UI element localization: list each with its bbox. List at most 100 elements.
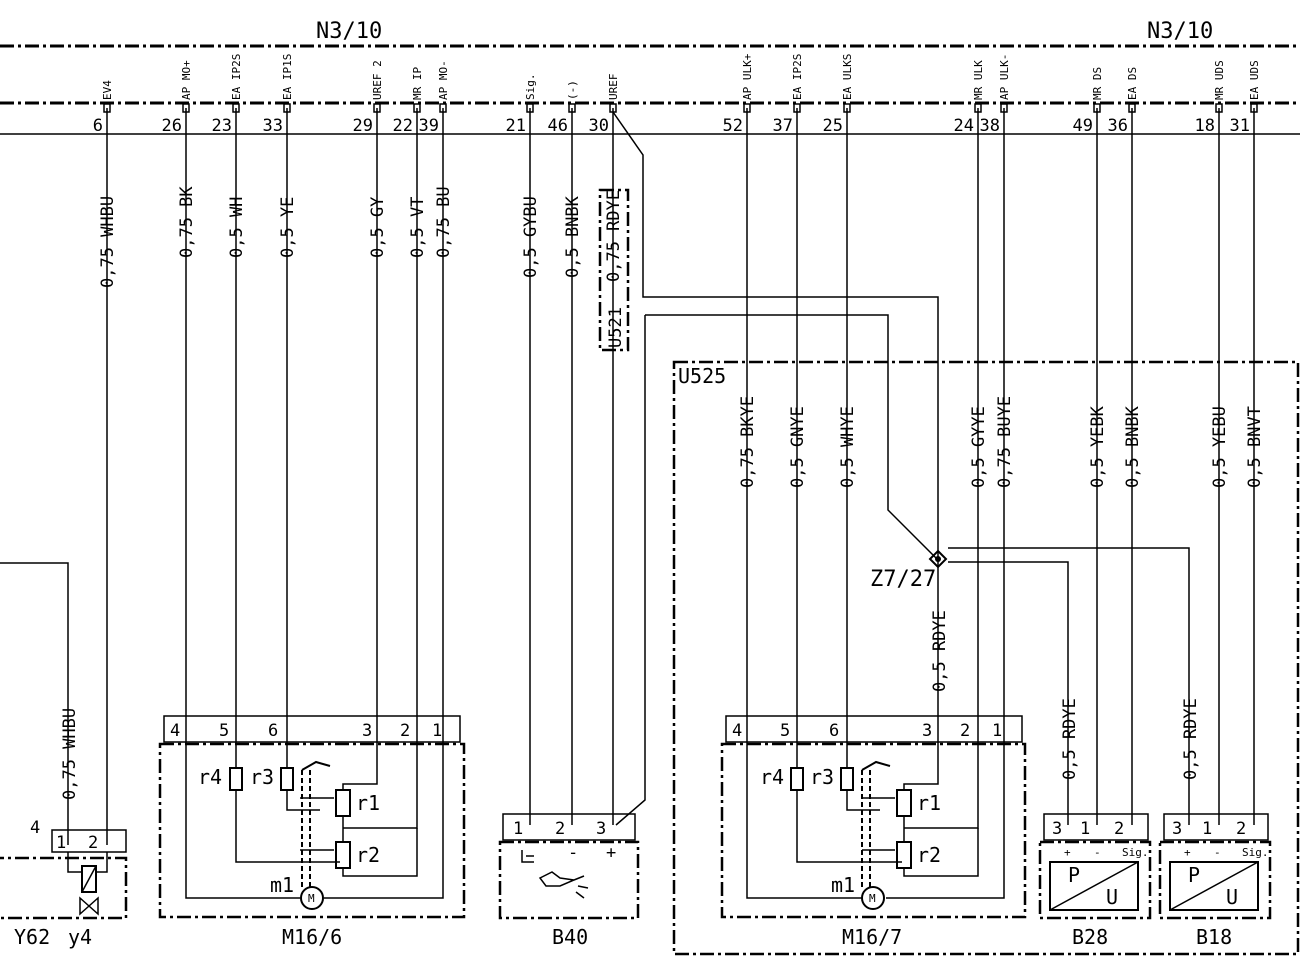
- m16-6-m1: m1: [270, 873, 294, 897]
- pin-number: 37: [773, 116, 793, 136]
- m16-6-r1: r1: [356, 791, 380, 815]
- wire-b40-3-return: [615, 315, 646, 826]
- wires: [0, 108, 1255, 845]
- pin-26: 26 AP MO+ 0,75 BK: [162, 60, 197, 258]
- pin-46: 46(-)0,5 BNBK: [548, 80, 583, 278]
- b28-sig: Sig.: [1122, 846, 1149, 859]
- wire-label: 0,75 BK: [177, 186, 197, 258]
- wire-label: 0,5 BNVT: [1245, 406, 1265, 488]
- b40-label: B40: [552, 925, 588, 949]
- pin-signal: MR DS: [1091, 67, 1104, 100]
- pin-signal: UREF: [607, 74, 620, 101]
- b28-plus: +: [1064, 846, 1071, 859]
- b18-sig: Sig.: [1242, 846, 1269, 859]
- wire-label: 0,5 GNYE: [788, 406, 808, 488]
- b28-pin-3: 3: [1052, 819, 1062, 839]
- wire-pin30-branch: [612, 111, 939, 560]
- m16-6-pin-6: 6: [268, 721, 278, 741]
- pin-signal: Sig.: [524, 74, 537, 101]
- oil-sensor-icon: [538, 871, 589, 899]
- b40-pin-3: 3: [596, 819, 606, 839]
- pin-number: 26: [162, 116, 182, 136]
- b28-pin-2: 2: [1114, 819, 1124, 839]
- pin-number: 38: [980, 116, 1000, 136]
- m16-6-label: M16/6: [282, 925, 342, 949]
- pin-signal: EA UDS: [1248, 60, 1261, 100]
- wire-label: 0,5 WHYE: [838, 406, 858, 488]
- connector-label-left: N3/10: [316, 19, 382, 44]
- pin-signal: MR IP: [411, 67, 424, 100]
- wire-label: 0,75 WHBU: [98, 196, 118, 288]
- splice-wire-label: 0,5 RDYE: [930, 610, 950, 692]
- y62-pin-2: 2: [88, 833, 98, 853]
- b18-wire-label: 0,5 RDYE: [1181, 698, 1201, 780]
- component-m16-7: 4 5 6 3 2 1 M r4 r3 r1 r2 m1 M16/7: [720, 715, 1027, 949]
- pin-signal: AP MO+: [180, 60, 193, 100]
- pin-31: 31 EA UDS 0,5 BNVT: [1230, 60, 1265, 488]
- m16-7-r1: r1: [917, 791, 941, 815]
- component-b28: 3 1 2 + - Sig. P U B28: [1038, 813, 1152, 949]
- b28-p: P: [1068, 863, 1080, 887]
- harness-u525-box: [672, 360, 1300, 956]
- m16-6-r4: r4: [198, 765, 222, 789]
- pin-signal: EA DS: [1126, 67, 1139, 100]
- b18-u: U: [1226, 885, 1238, 909]
- m16-7-pin-4: 4: [732, 721, 742, 741]
- wire-label: 0,5 GY: [368, 197, 388, 258]
- pin-signal: EA IP1S: [281, 54, 294, 100]
- pin-number: 21: [506, 116, 526, 136]
- m16-6-motor: M: [308, 892, 315, 905]
- m16-7-pin-1: 1: [992, 721, 1002, 741]
- y62-sub: y4: [68, 925, 92, 949]
- pin-number: 39: [419, 116, 439, 136]
- pin-number: 6: [93, 116, 103, 136]
- pin-number: 52: [723, 116, 743, 136]
- pin-signal: MR UDS: [1213, 60, 1226, 100]
- wire-label: 0,5 BNBK: [1123, 405, 1143, 488]
- b28-pin-1: 1: [1080, 819, 1090, 839]
- wire-b40-pin3: [645, 314, 939, 561]
- pin-signal: EA IP2S: [791, 54, 804, 100]
- wire-label: 0,5 GYBU: [521, 196, 541, 278]
- pin-number: 33: [263, 116, 283, 136]
- wire-splice-b18: [948, 547, 1190, 825]
- b18-pin-3: 3: [1172, 819, 1182, 839]
- m16-6-pin-4: 4: [170, 721, 180, 741]
- pin-25: 25 EA ULKS 0,5 WHYE: [823, 54, 858, 488]
- wire-label: 0,5 VT: [408, 197, 428, 258]
- pin-number: 31: [1230, 116, 1250, 136]
- pin-21: 21 Sig. 0,5 GYBU: [506, 74, 541, 279]
- wire-y62-feed: [0, 562, 69, 845]
- m16-6-pin-5: 5: [219, 721, 229, 741]
- pin-signal: EA ULKS: [841, 54, 854, 100]
- pin-number: 36: [1108, 116, 1128, 136]
- pin-number: 24: [954, 116, 974, 136]
- pin-number: 46: [548, 116, 568, 136]
- b28-u: U: [1106, 885, 1118, 909]
- m16-7-r4: r4: [760, 765, 784, 789]
- b40-minus: -: [568, 843, 578, 863]
- wire-label: 0,75 RDYE: [604, 190, 624, 282]
- wire-label: 0,75 BUYE: [995, 396, 1015, 488]
- pin-36: 36 EA DS 0,5 BNBK: [1108, 67, 1143, 488]
- pin-number: 25: [823, 116, 843, 136]
- m16-6-pin-1: 1: [432, 721, 442, 741]
- pin-signal: (-): [566, 80, 579, 100]
- m16-6-r3: r3: [250, 765, 274, 789]
- pin-signal: AP MO-: [437, 60, 450, 100]
- pin-signal: EA IP2S: [230, 54, 243, 100]
- b40-pin-2: 2: [555, 819, 565, 839]
- wire-splice-b28: [948, 561, 1069, 825]
- component-b40: 1 2 3 - + B40: [498, 813, 640, 949]
- m16-7-pin-2: 2: [960, 721, 970, 741]
- b18-pin-1: 1: [1202, 819, 1212, 839]
